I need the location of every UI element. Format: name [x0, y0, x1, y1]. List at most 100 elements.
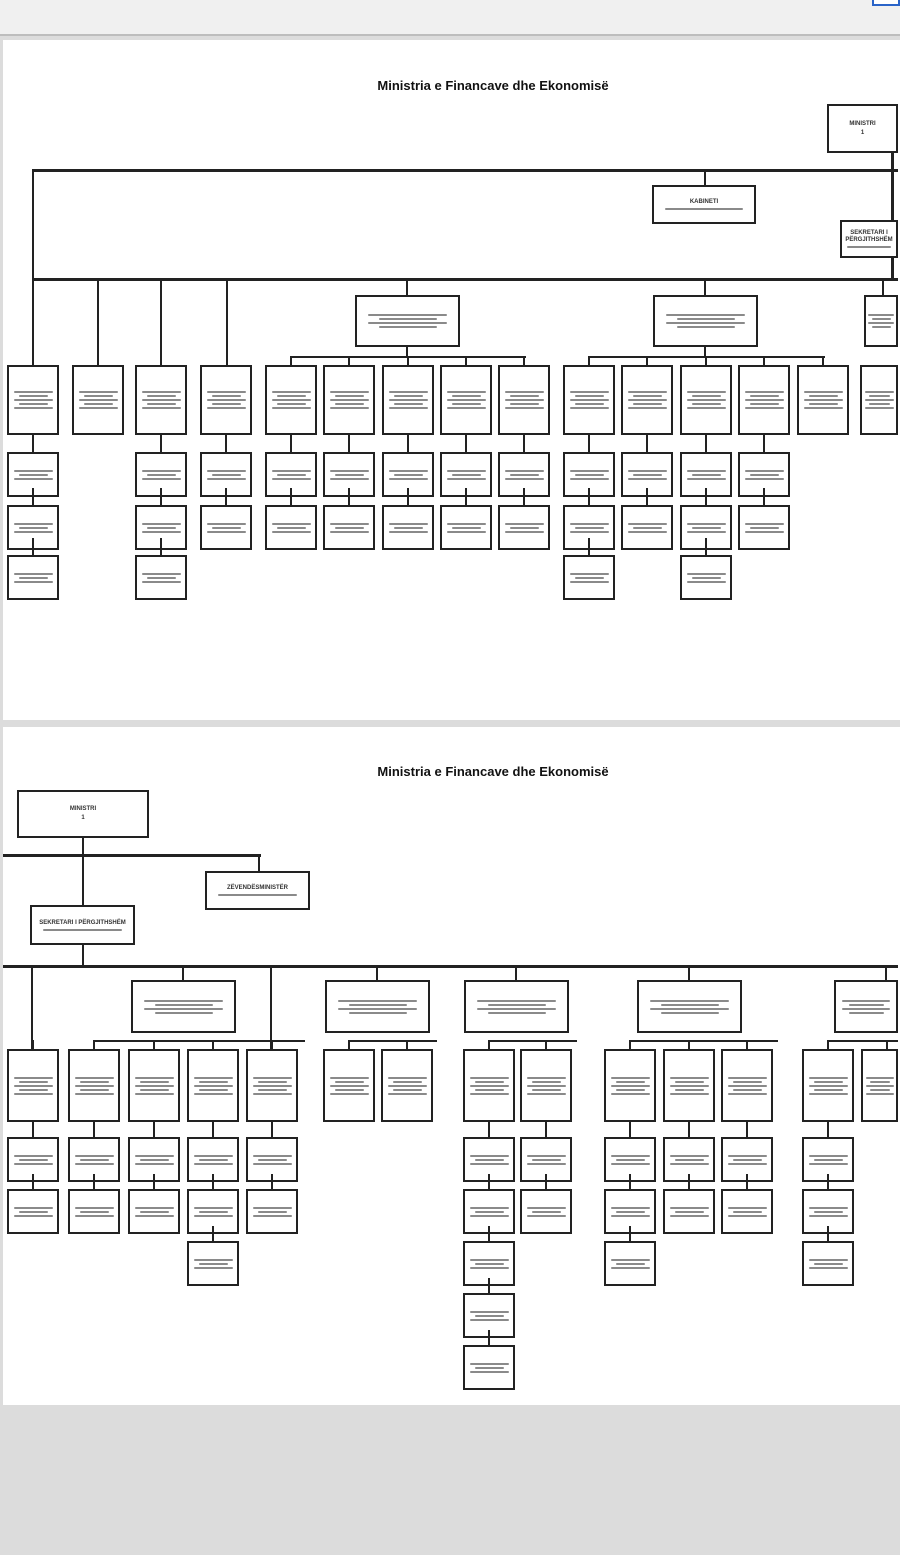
illegible-text — [627, 399, 667, 401]
illegible-text — [83, 395, 113, 397]
illegible-text — [660, 1003, 719, 1006]
illegible-text — [211, 473, 241, 476]
illegible-text — [864, 407, 894, 409]
illegible-text — [669, 1076, 709, 1079]
sector-box — [463, 1137, 515, 1182]
illegible-text — [392, 1088, 422, 1091]
connector-line — [704, 169, 706, 185]
illegible-text — [141, 391, 181, 393]
toolbar-button[interactable] — [872, 0, 900, 6]
illegible-text — [74, 1076, 114, 1079]
connector-line — [588, 356, 590, 365]
connector-line — [407, 488, 409, 505]
connector-line — [488, 1330, 490, 1345]
illegible-text — [329, 522, 369, 525]
illegible-text — [610, 1084, 650, 1087]
illegible-text — [744, 391, 784, 393]
sector-box — [621, 505, 673, 550]
connector-line — [465, 435, 467, 452]
illegible-text — [446, 391, 486, 393]
illegible-text — [864, 399, 894, 401]
illegible-text — [509, 473, 539, 476]
connector-line — [348, 356, 350, 365]
illegible-text — [393, 473, 423, 476]
illegible-text — [727, 1214, 767, 1217]
connector-line — [407, 435, 409, 452]
secretary-box: SEKRETARI I PËRGJITHSHËM — [30, 905, 135, 945]
illegible-text — [329, 1084, 369, 1087]
illegible-text — [808, 1162, 848, 1165]
connector-line — [465, 488, 467, 505]
illegible-text — [388, 530, 428, 533]
illegible-text — [211, 395, 241, 397]
illegible-text — [276, 526, 306, 529]
illegible-text — [446, 477, 486, 480]
connector-line — [32, 1122, 34, 1137]
illegible-text — [348, 1011, 407, 1014]
connector-line — [160, 435, 162, 452]
illegible-text — [526, 1154, 566, 1157]
connector-line — [32, 488, 34, 505]
illegible-text — [446, 522, 486, 525]
connector-line — [153, 1174, 155, 1189]
connector-line — [290, 435, 292, 452]
illegible-text — [271, 391, 311, 393]
illegible-text — [206, 399, 246, 401]
illegible-text — [18, 473, 48, 476]
box-label: SEKRETARI I PËRGJITHSHËM — [845, 230, 893, 243]
illegible-text — [686, 477, 726, 480]
illegible-text — [13, 530, 53, 533]
department-box — [464, 980, 569, 1033]
illegible-text — [393, 526, 423, 529]
illegible-text — [13, 407, 53, 409]
illegible-text — [13, 580, 53, 583]
illegible-text — [732, 1158, 762, 1161]
connector-line — [32, 278, 898, 281]
illegible-text — [198, 1088, 228, 1091]
directorate-box — [463, 1049, 515, 1122]
illegible-text — [392, 1080, 422, 1083]
connector-line — [629, 1226, 631, 1241]
directorate-box — [663, 1049, 715, 1122]
connector-line — [406, 1040, 408, 1049]
illegible-text — [803, 391, 843, 393]
illegible-text — [727, 1162, 767, 1165]
illegible-text — [686, 399, 726, 401]
illegible-text — [569, 391, 609, 393]
illegible-text — [451, 395, 481, 397]
connector-line — [212, 1226, 214, 1241]
connector-line — [32, 169, 898, 172]
page-title: Ministria e Financave dhe Ekonomisë — [377, 764, 609, 779]
illegible-text — [146, 395, 176, 397]
connector-line — [488, 1226, 490, 1241]
illegible-text — [276, 403, 306, 405]
department-box — [355, 295, 460, 347]
sector-box — [463, 1345, 515, 1390]
connector-line — [688, 965, 690, 980]
department-box — [325, 980, 430, 1033]
illegible-text — [388, 391, 428, 393]
connector-line — [348, 488, 350, 505]
connector-line — [348, 1040, 437, 1042]
illegible-text — [749, 403, 779, 405]
illegible-text — [18, 1210, 48, 1213]
connector-line — [32, 1040, 34, 1049]
connector-line — [348, 435, 350, 452]
connector-line — [891, 153, 894, 280]
illegible-text — [531, 1210, 561, 1213]
connector-line — [31, 965, 33, 1049]
illegible-text — [252, 1154, 292, 1157]
illegible-text — [749, 526, 779, 529]
illegible-text — [271, 522, 311, 525]
directorate-box — [323, 365, 375, 435]
connector-line — [82, 945, 84, 966]
illegible-text — [218, 894, 297, 896]
department-box — [834, 980, 898, 1033]
illegible-text — [615, 1210, 645, 1213]
illegible-text — [531, 1080, 561, 1083]
illegible-text — [13, 1162, 53, 1165]
connector-line — [827, 1174, 829, 1189]
sector-box — [663, 1189, 715, 1234]
illegible-text — [446, 469, 486, 472]
